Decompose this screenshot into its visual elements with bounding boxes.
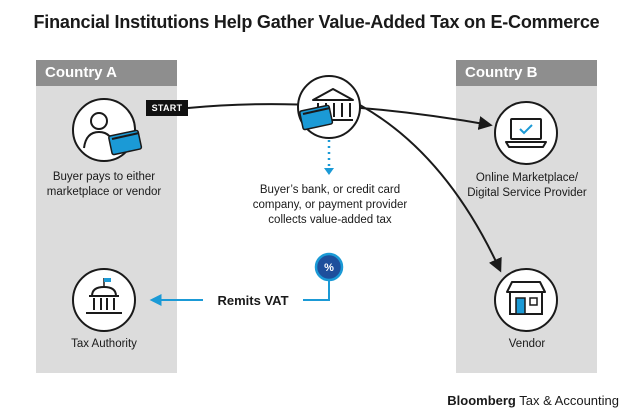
brand-logo: Bloomberg Tax & Accounting: [447, 393, 619, 408]
country-a-header: Country A: [36, 60, 177, 86]
laptop-icon: [494, 101, 558, 165]
tax-authority-label: Tax Authority: [71, 338, 137, 350]
flow-arrow-to-vendor: [339, 94, 502, 273]
diagram-title: Financial Institutions Help Gather Value…: [33, 12, 600, 32]
bank-icon: [297, 75, 361, 139]
vendor-label: Vendor: [508, 338, 546, 350]
start-label: START: [146, 100, 188, 116]
buyer-label: Buyer pays to either marketplace or vend…: [46, 171, 162, 198]
brand-name: Bloomberg: [447, 393, 516, 408]
collect-arrowhead: [324, 168, 334, 175]
vat-percent-badge: %: [314, 252, 344, 282]
country-b-header: Country B: [456, 60, 597, 86]
bank-label: Buyer’s bank, or credit card company, or…: [252, 184, 408, 226]
tax-authority-icon: [72, 268, 136, 332]
marketplace-label: Online Marketplace/ Digital Service Prov…: [467, 172, 587, 199]
vat-percent-symbol: %: [324, 262, 334, 274]
store-icon: [494, 268, 558, 332]
buyer-icon: [72, 98, 143, 162]
brand-division: Tax & Accounting: [515, 393, 619, 408]
remits-vat-label: Remits VAT: [203, 293, 303, 308]
